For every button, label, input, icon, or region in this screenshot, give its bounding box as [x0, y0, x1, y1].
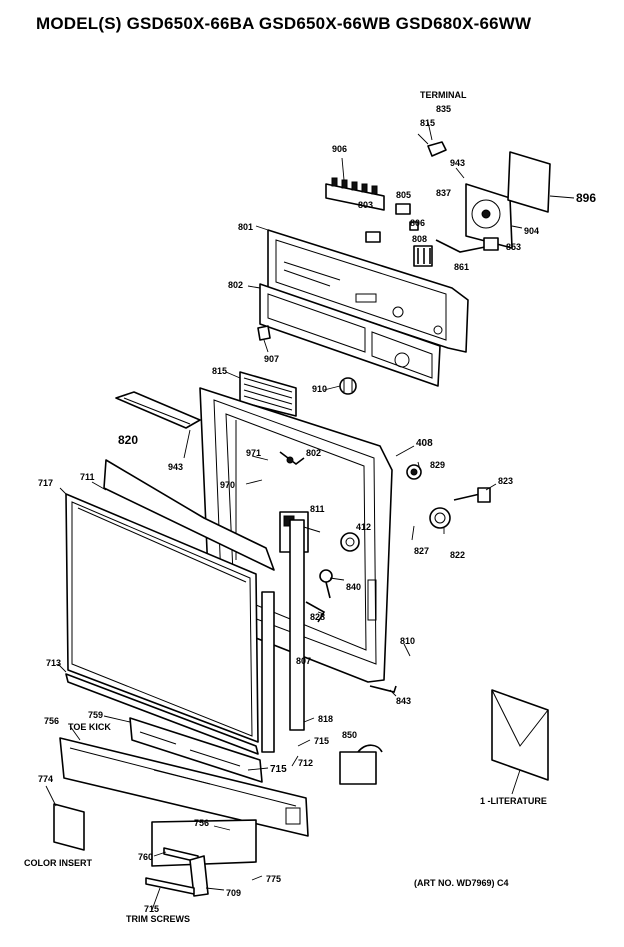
part-806: 806 — [410, 218, 425, 228]
part-805: 805 — [396, 190, 411, 200]
part-811: 811 — [310, 504, 325, 514]
part-837: 837 — [436, 188, 451, 198]
part-910: 910 — [312, 384, 327, 394]
part-802b: 802 — [306, 448, 321, 458]
part-759: 759 — [88, 710, 103, 720]
clip-907 — [257, 325, 271, 341]
art-number: (ART NO. WD7969) C4 — [414, 878, 509, 888]
part-907: 907 — [264, 354, 279, 364]
part-712: 712 — [298, 758, 313, 768]
part-829: 829 — [430, 460, 445, 470]
part-822: 822 — [450, 550, 465, 560]
timer-motor-904 — [465, 183, 513, 249]
part-810: 810 — [400, 636, 415, 646]
trim-strip-715 — [145, 877, 195, 895]
part-801: 801 — [238, 222, 253, 232]
callout-literature: 1 -LITERATURE — [480, 796, 547, 806]
gear-822 — [429, 507, 451, 529]
page-title: MODEL(S) GSD650X-66BA GSD650X-66WB GSD68… — [36, 14, 532, 33]
part-861: 861 — [454, 262, 469, 272]
hinge-828 — [305, 601, 326, 623]
part-715c: 715 — [144, 904, 159, 914]
channel-807 — [289, 519, 305, 731]
timer-card-896 — [507, 151, 551, 213]
part-850: 850 — [342, 730, 357, 740]
part-715a: 715 — [314, 736, 329, 746]
side-channel — [261, 591, 275, 753]
part-408: 408 — [416, 438, 433, 449]
literature-envelope — [491, 689, 549, 781]
part-774: 774 — [38, 774, 53, 784]
bracket-820 — [115, 391, 201, 429]
shaft-823 — [453, 487, 491, 503]
part-807: 807 — [296, 656, 311, 666]
latch-971 — [279, 451, 305, 465]
part-943a: 943 — [450, 158, 465, 168]
inner-panel-711 — [103, 459, 275, 571]
lever-861-853 — [435, 237, 499, 253]
part-713: 713 — [46, 658, 61, 668]
callout-color-insert: COLOR INSERT — [24, 858, 93, 868]
grommet-829 — [406, 464, 422, 480]
part-853: 853 — [506, 242, 521, 252]
part-756a: 756 — [44, 716, 59, 726]
part-820: 820 — [118, 433, 138, 447]
part-896: 896 — [576, 191, 596, 205]
bracket-709 — [189, 855, 209, 897]
part-412: 412 — [356, 522, 371, 532]
trim-strip-713 — [65, 673, 259, 755]
part-970: 970 — [220, 480, 235, 490]
leader-lines — [45, 121, 575, 911]
part-715b: 715 — [270, 764, 287, 775]
part-labels: TERMINAL 835 815 943 906 805 837 896 803… — [24, 90, 596, 924]
part-775: 775 — [266, 874, 281, 884]
part-840: 840 — [346, 582, 361, 592]
part-709: 709 — [226, 888, 241, 898]
part-904: 904 — [524, 226, 539, 236]
actuator-840 — [319, 569, 333, 599]
part-835: 835 — [436, 104, 451, 114]
part-815a: 815 — [420, 118, 435, 128]
part-756b: 756 — [194, 818, 209, 828]
kick-plate-756 — [59, 737, 309, 837]
part-943b: 943 — [168, 462, 183, 472]
part-906: 906 — [332, 144, 347, 154]
part-828: 828 — [310, 612, 325, 622]
part-843: 843 — [396, 696, 411, 706]
callout-terminal: TERMINAL — [420, 90, 467, 100]
switch-block-906 — [325, 177, 385, 211]
small-parts-805-803-806 — [365, 203, 419, 243]
part-760: 760 — [138, 852, 153, 862]
outer-door-717 — [65, 493, 259, 743]
rinse-aid-412 — [340, 532, 360, 552]
knob-808 — [413, 245, 433, 267]
control-bezel-802 — [259, 283, 441, 387]
part-827: 827 — [414, 546, 429, 556]
terminal-815 — [427, 141, 447, 157]
part-815b: 815 — [212, 366, 227, 376]
part-802a: 802 — [228, 280, 243, 290]
part-711: 711 — [80, 472, 95, 482]
part-808: 808 — [412, 234, 427, 244]
part-823: 823 — [498, 476, 513, 486]
part-818: 818 — [318, 714, 333, 724]
callout-toe-kick: TOE KICK — [68, 722, 111, 732]
pushbutton-910 — [339, 377, 357, 395]
part-971: 971 — [246, 448, 261, 458]
toe-kick-759 — [129, 717, 263, 783]
callout-trim-screws: TRIM SCREWS — [126, 914, 190, 924]
part-717: 717 — [38, 478, 53, 488]
cover-850 — [339, 744, 383, 785]
part-803: 803 — [358, 200, 373, 210]
color-insert-774 — [53, 803, 85, 851]
